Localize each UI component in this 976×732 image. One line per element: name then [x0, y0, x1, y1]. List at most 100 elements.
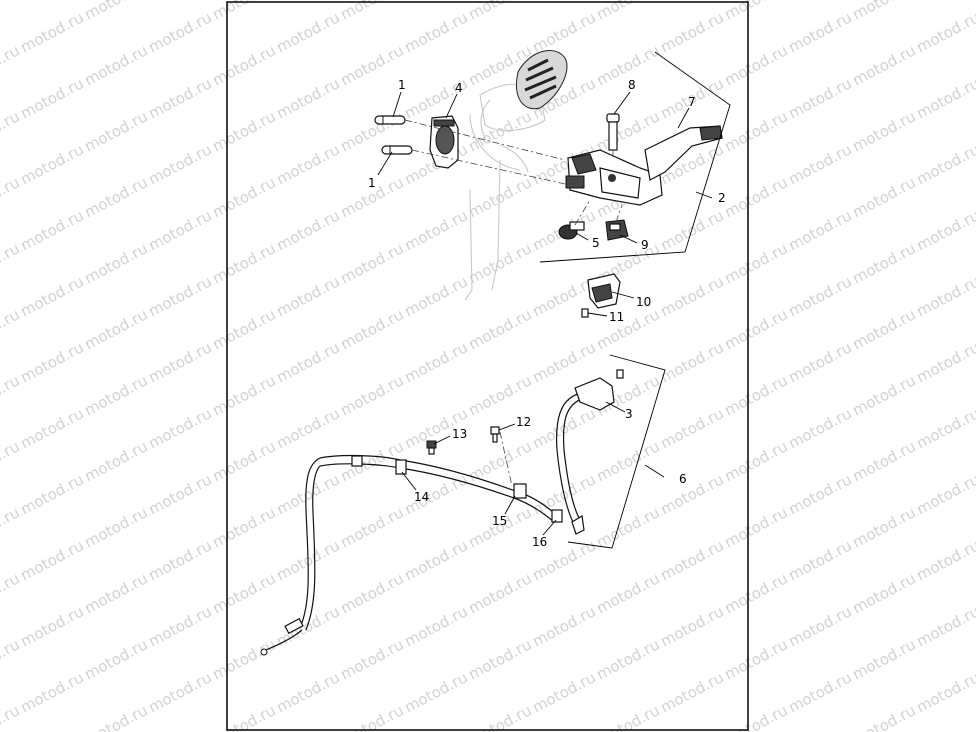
watermark-text: motod.ru — [401, 536, 470, 584]
watermark-text: motod.ru — [273, 602, 342, 650]
assembly-bracket-6 — [567, 354, 666, 549]
watermark-text: motod.ru — [17, 74, 86, 122]
watermark-text: motod.ru — [209, 173, 278, 221]
watermark-text: motod.ru — [913, 404, 976, 452]
watermark-text: motod.ru — [273, 668, 342, 716]
callout-11: 11 — [609, 310, 624, 324]
watermark-text: motod.ru — [657, 536, 726, 584]
watermark-text: motod.ru — [209, 503, 278, 551]
watermark-text: motod.ru — [849, 0, 918, 24]
watermark-text: motod.ru — [337, 371, 406, 419]
callout-4: 4 — [455, 81, 463, 95]
watermark-text: motod.ru — [721, 239, 790, 287]
watermark-text: motod.ru — [593, 569, 662, 617]
callout-10: 10 — [636, 295, 651, 309]
watermark-text: motod.ru — [273, 74, 342, 122]
watermark-text: motod.ru — [913, 536, 976, 584]
watermark-text: motod.ru — [145, 74, 214, 122]
watermark-text: motod.ru — [465, 701, 534, 732]
watermark-text: motod.ru — [145, 338, 214, 386]
watermark-text: motod.ru — [721, 701, 790, 732]
watermark-text: motod.ru — [0, 371, 23, 419]
watermark-text: motod.ru — [209, 0, 278, 24]
watermark-text: motod.ru — [81, 635, 150, 683]
watermark-text: motod.ru — [145, 602, 214, 650]
watermark-text: motod.ru — [273, 140, 342, 188]
watermark-text: motod.ru — [401, 470, 470, 518]
watermark-text: motod.ru — [401, 602, 470, 650]
watermark-text: motod.ru — [465, 635, 534, 683]
bracket-screw — [581, 308, 589, 318]
watermark-text: motod.ru — [465, 371, 534, 419]
handlebar-grip — [516, 50, 568, 110]
watermark-text: motod.ru — [913, 140, 976, 188]
watermark-text: motod.ru — [81, 305, 150, 353]
watermark-text: motod.ru — [657, 404, 726, 452]
watermark-text: motod.ru — [0, 635, 23, 683]
assembly-bracket-2 — [539, 51, 731, 263]
watermark-text: motod.ru — [529, 8, 598, 56]
watermark-text: motod.ru — [81, 239, 150, 287]
callout-16: 16 — [532, 535, 547, 549]
watermark-text: motod.ru — [849, 239, 918, 287]
watermark-text: motod.ru — [17, 668, 86, 716]
callout-3: 3 — [625, 407, 633, 421]
callout-5: 5 — [592, 236, 600, 250]
watermark-text: motod.ru — [849, 701, 918, 732]
clamp-pin-lower — [381, 145, 413, 155]
watermark-text: motod.ru — [145, 8, 214, 56]
watermark-text: motod.ru — [145, 140, 214, 188]
watermark-text: motod.ru — [785, 536, 854, 584]
watermark-text: motod.ru — [465, 569, 534, 617]
watermark-text: motod.ru — [657, 470, 726, 518]
watermark-text: motod.ru — [721, 503, 790, 551]
watermark-text: motod.ru — [337, 701, 406, 732]
watermark-text: motod.ru — [721, 173, 790, 221]
watermark-text: motod.ru — [785, 470, 854, 518]
watermark-text: motod.ru — [17, 536, 86, 584]
watermark-text: motod.ru — [209, 239, 278, 287]
watermark-text: motod.ru — [0, 173, 23, 221]
watermark-text: motod.ru — [593, 0, 662, 24]
watermark-text: motod.ru — [657, 668, 726, 716]
watermark-text: motod.ru — [785, 272, 854, 320]
watermark-text: motod.ru — [81, 371, 150, 419]
watermark-text: motod.ru — [0, 41, 23, 89]
watermark-text: motod.ru — [785, 404, 854, 452]
watermark-text: motod.ru — [209, 569, 278, 617]
diagram-frame — [226, 1, 749, 731]
watermark-text: motod.ru — [337, 239, 406, 287]
watermark-text: motod.ru — [721, 437, 790, 485]
watermark-text: motod.ru — [81, 503, 150, 551]
watermark-text: motod.ru — [849, 371, 918, 419]
watermark-text: motod.ru — [913, 602, 976, 650]
watermark-text: motod.ru — [401, 272, 470, 320]
watermark-text: motod.ru — [81, 0, 150, 24]
watermark-text: motod.ru — [273, 206, 342, 254]
watermark-text: motod.ru — [17, 470, 86, 518]
watermark-text: motod.ru — [273, 272, 342, 320]
watermark-text: motod.ru — [337, 305, 406, 353]
watermark-text: motod.ru — [17, 338, 86, 386]
callout-labels: 1 1 2 3 4 5 6 7 8 9 10 11 12 13 14 15 16 — [368, 78, 726, 549]
watermark-text: motod.ru — [785, 74, 854, 122]
watermark-text: motod.ru — [913, 206, 976, 254]
watermark-text: motod.ru — [913, 74, 976, 122]
watermark-text: motod.ru — [913, 8, 976, 56]
clamp-pin-upper — [374, 115, 406, 125]
watermark-text: motod.ru — [785, 338, 854, 386]
callout-8: 8 — [628, 78, 636, 92]
watermark-text: motod.ru — [913, 338, 976, 386]
watermark-text: motod.ru — [785, 602, 854, 650]
watermark-text: motod.ru — [913, 272, 976, 320]
watermark-text: motod.ru — [785, 8, 854, 56]
watermark-text: motod.ru — [17, 8, 86, 56]
watermark-text: motod.ru — [721, 569, 790, 617]
lever-adjuster — [558, 221, 585, 240]
watermark-text: motod.ru — [849, 569, 918, 617]
watermark-text: motod.ru — [913, 668, 976, 716]
watermark-text: motod.ru — [529, 602, 598, 650]
